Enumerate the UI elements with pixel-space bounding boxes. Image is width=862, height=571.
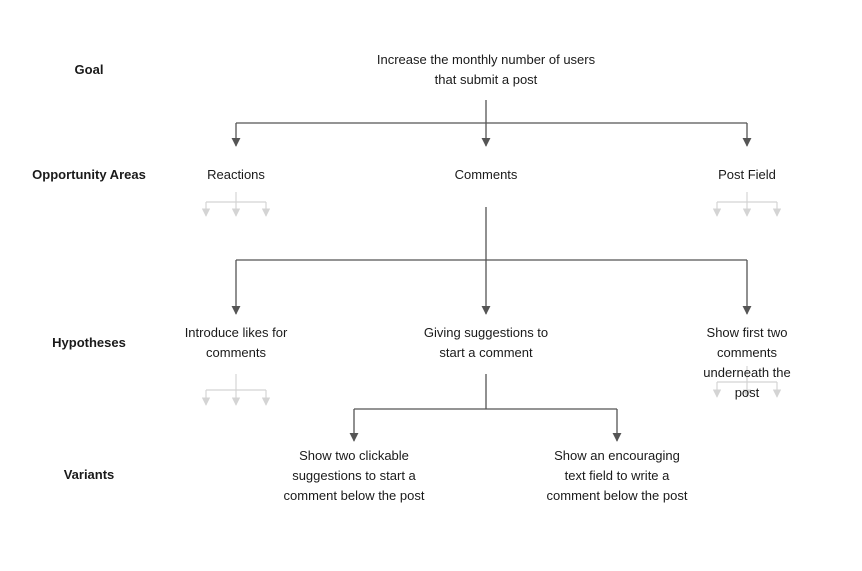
opportunity-node-comments: Comments xyxy=(454,167,518,182)
variant-node-encouraging-field: Show an encouraging text field to write … xyxy=(546,448,688,503)
variant-node-clickable-suggestions: Show two clickable suggestions to start … xyxy=(283,448,425,503)
faded-connector-post-field xyxy=(712,192,782,217)
faded-connector-likes xyxy=(201,374,271,406)
hypothesis-node-first-two-comments: Show first two comments underneath the p… xyxy=(703,325,791,400)
goal-connector xyxy=(231,100,752,147)
row-label-hypotheses: Hypotheses xyxy=(52,335,126,350)
comments-connector xyxy=(231,207,752,315)
goal-node: Increase the monthly number of users tha… xyxy=(376,52,596,87)
row-label-opportunity-areas: Opportunity Areas xyxy=(32,167,146,182)
opportunity-node-post-field: Post Field xyxy=(718,167,776,182)
suggestions-connector xyxy=(349,374,622,442)
hypothesis-node-suggestions: Giving suggestions to start a comment xyxy=(423,325,549,360)
row-label-goal: Goal xyxy=(74,62,104,77)
faded-connector-first-two xyxy=(712,366,782,398)
opportunity-node-reactions: Reactions xyxy=(207,167,265,182)
faded-connector-reactions xyxy=(201,192,271,217)
row-label-variants: Variants xyxy=(63,467,115,482)
hypothesis-node-likes: Introduce likes for comments xyxy=(184,325,288,360)
